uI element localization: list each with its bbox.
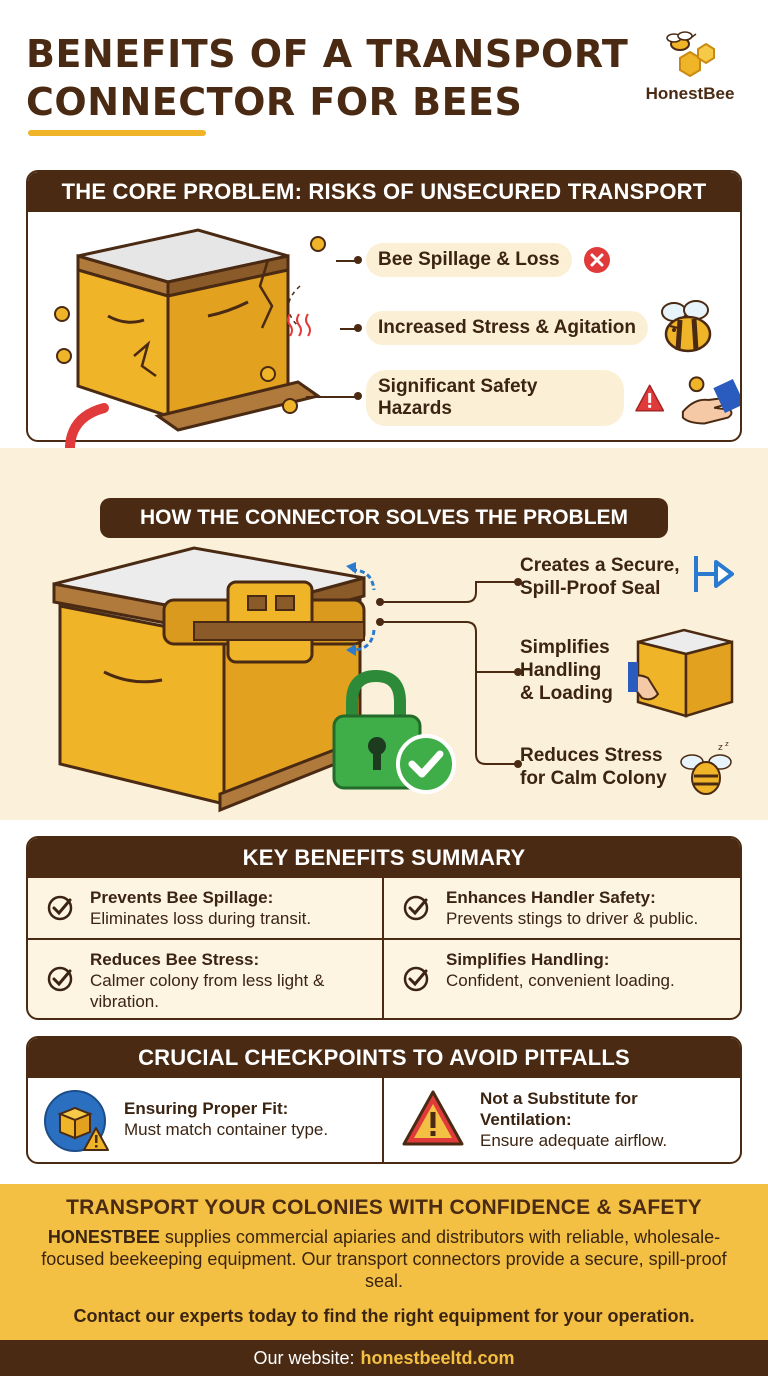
solution-line: Handling (520, 660, 602, 681)
website-link[interactable]: honestbeeltd.com (360, 1347, 515, 1368)
solution-section: HOW THE CONNECTOR SOLVES THE PROBLEM (0, 448, 768, 820)
check-circle-icon (403, 966, 429, 992)
risk-connector-dot (354, 256, 362, 264)
cta-title: TRANSPORT YOUR COLONIES WITH CONFIDENCE … (66, 1196, 702, 1219)
solution-line: for Calm Colony (520, 768, 667, 789)
warning-triangle-icon (635, 384, 665, 412)
secured-hive-illustration (52, 546, 366, 813)
solution-connector-lines (376, 578, 522, 768)
check-circle-icon (47, 895, 73, 921)
solution-item-seal: Creates a Secure, Spill-Proof Seal (520, 554, 680, 600)
checkpoint-title: Ensuring Proper Fit: (124, 1099, 289, 1118)
svg-text:z: z (718, 743, 723, 753)
padlock-check-icon (332, 669, 456, 794)
benefit-desc: Prevents stings to driver & public. (446, 909, 699, 928)
hands-carrying-box-icon (628, 628, 734, 718)
box-warning-icon (44, 1090, 109, 1152)
solution-line: Creates a Secure, (520, 555, 680, 576)
benefit-desc: Confident, convenient loading. (446, 971, 675, 990)
footer: Our website: honestbeeltd.com (0, 1340, 768, 1376)
checkpoints-heading: CRUCIAL CHECKPOINTS TO AVOID PITFALLS (28, 1038, 740, 1078)
cracked-hive-illustration (54, 228, 326, 432)
risk-label: Significant Safety Hazards (366, 370, 624, 426)
benefit-desc: Eliminates loss during transit. (90, 909, 312, 928)
checkpoints-panel: CRUCIAL CHECKPOINTS TO AVOID PITFALLS En… (26, 1036, 742, 1164)
cta-banner: TRANSPORT YOUR COLONIES WITH CONFIDENCE … (0, 1184, 768, 1340)
footer-label: Our website: (253, 1347, 355, 1368)
hand-with-bee-icon (682, 376, 740, 425)
solution-line: Reduces Stress (520, 745, 663, 766)
solution-item-calm: Reduces Stress for Calm Colony (520, 744, 667, 790)
benefit-item: Simplifies Handling: Confident, convenie… (384, 940, 740, 1018)
solution-line: Spill-Proof Seal (520, 578, 661, 599)
core-problem-panel: THE CORE PROBLEM: RISKS OF UNSECURED TRA… (26, 170, 742, 442)
svg-text:z: z (725, 740, 729, 748)
checkpoint-title: Not a Substitute for Ventilation: (480, 1089, 638, 1129)
risk-connector-line (306, 396, 356, 398)
page-title: BENEFITS OF A TRANSPORT CONNECTOR FOR BE… (26, 30, 636, 126)
solution-heading: HOW THE CONNECTOR SOLVES THE PROBLEM (100, 498, 668, 538)
clamp-arrows-icon (346, 562, 376, 656)
warning-triangle-icon (402, 1090, 464, 1146)
solution-line: & Loading (520, 683, 613, 704)
header: BENEFITS OF A TRANSPORT CONNECTOR FOR BE… (0, 0, 768, 160)
checkpoints-grid: Ensuring Proper Fit: Must match containe… (28, 1078, 740, 1162)
error-x-icon (583, 247, 610, 273)
benefit-item: Reduces Bee Stress: Calmer colony from l… (28, 940, 384, 1018)
risk-item-hazards: Significant Safety Hazards (366, 370, 740, 426)
angry-bee-icon (660, 300, 712, 353)
risk-label: Increased Stress & Agitation (366, 311, 648, 345)
risk-connector-dot (354, 324, 362, 332)
benefit-title: Prevents Bee Spillage: (90, 888, 274, 907)
benefit-title: Simplifies Handling: (446, 950, 610, 969)
benefit-title: Reduces Bee Stress: (90, 950, 260, 969)
risk-connector-dot (354, 392, 362, 400)
cta-body-text: supplies commercial apiaries and distrib… (41, 1227, 727, 1291)
cta-contact: Contact our experts today to find the ri… (73, 1306, 695, 1326)
heat-waves-icon (287, 313, 311, 337)
solution-item-handling: Simplifies Handling & Loading (520, 636, 613, 705)
risk-connector-line (340, 328, 356, 330)
check-circle-icon (403, 895, 429, 921)
risk-item-stress: Increased Stress & Agitation (366, 300, 718, 353)
checkpoint-desc: Must match container type. (124, 1120, 329, 1139)
seal-arrow-icon (694, 556, 734, 592)
checkpoint-item: Not a Substitute for Ventilation: Ensure… (384, 1078, 740, 1162)
risk-label: Bee Spillage & Loss (366, 243, 572, 277)
title-underline (28, 130, 206, 136)
check-circle-icon (47, 966, 73, 992)
benefit-item: Enhances Handler Safety: Prevents stings… (384, 878, 740, 940)
honeycomb-bee-icon (666, 31, 715, 78)
risk-connector-line (336, 260, 356, 262)
benefit-desc: Calmer colony from less light & vibratio… (90, 971, 325, 1011)
benefit-item: Prevents Bee Spillage: Eliminates loss d… (28, 878, 384, 940)
solution-line: Simplifies (520, 637, 610, 658)
benefit-title: Enhances Handler Safety: (446, 888, 656, 907)
title-line-2: CONNECTOR FOR BEES (26, 80, 523, 124)
key-benefits-panel: KEY BENEFITS SUMMARY Prevents Bee Spilla… (26, 836, 742, 1020)
key-benefits-heading: KEY BENEFITS SUMMARY (28, 838, 740, 878)
sleeping-bee-icon: z z (680, 740, 732, 795)
benefits-grid: Prevents Bee Spillage: Eliminates loss d… (28, 878, 740, 1018)
core-problem-heading: THE CORE PROBLEM: RISKS OF UNSECURED TRA… (28, 172, 740, 212)
cta-body: HONESTBEE supplies commercial apiaries a… (28, 1226, 740, 1292)
title-line-1: BENEFITS OF A TRANSPORT (26, 32, 629, 76)
brand-logo[interactable]: HonestBee (630, 30, 750, 104)
cta-brand: HONESTBEE (47, 1227, 160, 1247)
checkpoint-item: Ensuring Proper Fit: Must match containe… (28, 1078, 384, 1162)
brand-name: HonestBee (645, 84, 735, 103)
checkpoint-desc: Ensure adequate airflow. (480, 1131, 668, 1150)
risk-item-spillage: Bee Spillage & Loss (366, 240, 612, 280)
